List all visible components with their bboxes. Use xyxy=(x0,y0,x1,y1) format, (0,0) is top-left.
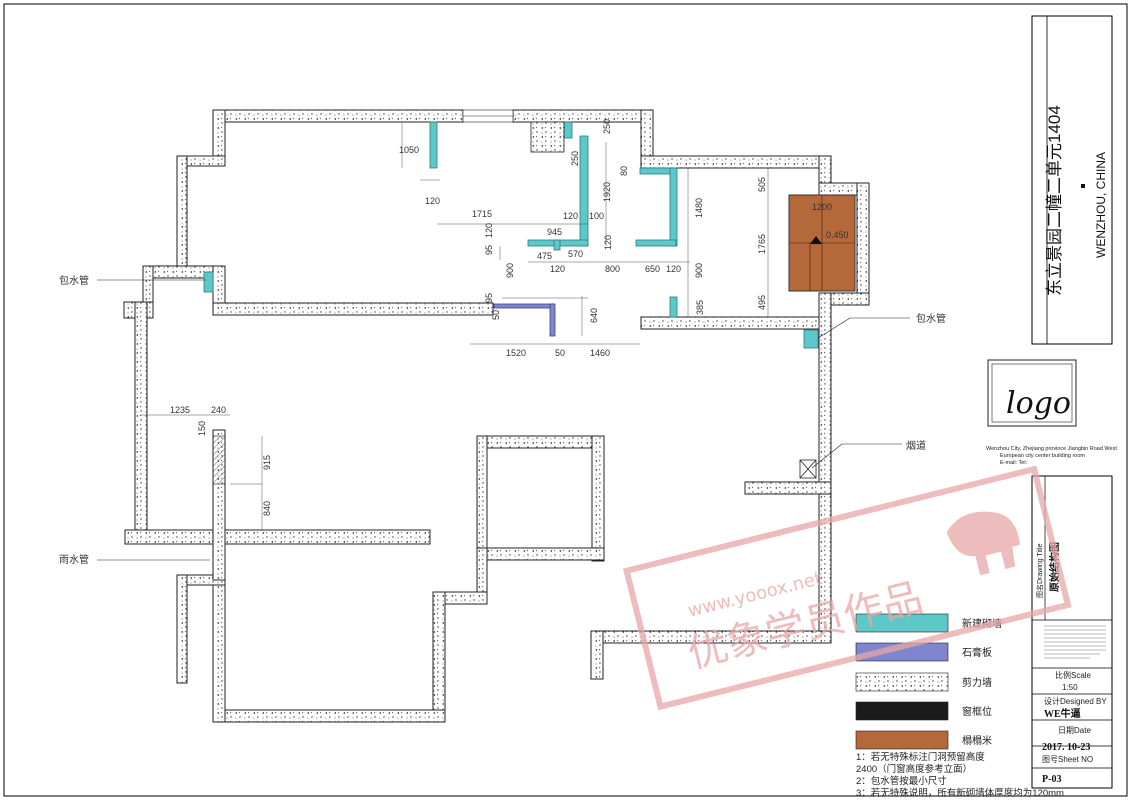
dim-250-a: 250 xyxy=(602,119,612,134)
dimension-lines xyxy=(140,122,769,530)
callout-pipe-left: 包水管 xyxy=(59,274,89,287)
page-frame xyxy=(3,3,1128,797)
dim-120-f: 120 xyxy=(666,264,681,274)
address-line-3: E-mail: Tel: xyxy=(1000,460,1028,466)
title-block xyxy=(1031,475,1113,789)
scale-label: 比例Scale xyxy=(1055,670,1092,680)
watermark: www.yooox.net 优象学员作品 xyxy=(622,465,1072,711)
dim-120-b: 120 xyxy=(563,211,578,221)
dim-120-e: 120 xyxy=(550,264,565,274)
address-line-2: European city center building room xyxy=(1000,453,1085,459)
dim-505: 505 xyxy=(757,177,767,192)
dim-1460: 1460 xyxy=(590,348,610,358)
legend-label-3: 窗框位 xyxy=(962,705,992,718)
legend-swatch-gypsum xyxy=(855,642,949,662)
dim-95-b: 95 xyxy=(484,293,494,303)
designer-value: WE牛逼 xyxy=(1044,707,1081,720)
dim-915: 915 xyxy=(262,455,272,470)
legend-swatch-new-wall xyxy=(855,613,949,633)
dim-50-a: 50 xyxy=(491,310,501,320)
tatami-level: 0.450 xyxy=(826,230,849,240)
dim-1235: 1235 xyxy=(170,405,190,415)
dim-240: 240 xyxy=(211,405,226,415)
dim-650: 650 xyxy=(645,264,660,274)
legend-label-4: 榻榻米 xyxy=(962,734,992,747)
date-value: 2017. 10-23 xyxy=(1042,742,1090,753)
legend-swatch-shear-wall xyxy=(855,672,949,692)
address-line-1: Wenzhou City, Zhejiang province Jiangbin… xyxy=(986,446,1117,452)
dim-150: 150 xyxy=(197,421,207,436)
dimension-texts: 1050 120 1715 120 100 1920 250 250 80 94… xyxy=(170,119,767,516)
tatami-dim: 1200 xyxy=(812,202,832,212)
tatami xyxy=(788,194,856,292)
dim-640: 640 xyxy=(589,308,599,323)
drawing-title-label: 图名Drawing Title xyxy=(1035,543,1044,598)
scale-value: 1:50 xyxy=(1062,683,1078,692)
date-label: 日期Date xyxy=(1058,726,1091,735)
sheet-label: 图号Sheet NO xyxy=(1042,755,1093,764)
gypsum-board xyxy=(493,303,556,337)
dim-475: 475 xyxy=(537,251,552,261)
sheet-value: P-03 xyxy=(1042,774,1061,785)
dim-1765: 1765 xyxy=(757,234,767,254)
dim-570: 570 xyxy=(568,249,583,259)
dim-120-a: 120 xyxy=(425,196,440,206)
dim-50-b: 50 xyxy=(555,348,565,358)
dim-385: 385 xyxy=(695,300,705,315)
legend-label-2: 剪力墙 xyxy=(962,676,992,689)
dim-1480: 1480 xyxy=(694,198,704,218)
dim-1715: 1715 xyxy=(472,209,492,219)
legend-label-1: 石膏板 xyxy=(962,646,992,659)
project-title: 东立景园二幢二单元1404 xyxy=(1045,105,1064,296)
title-dot xyxy=(1081,184,1085,188)
dim-1520: 1520 xyxy=(506,348,526,358)
dim-1050: 1050 xyxy=(399,145,419,155)
dim-945: 945 xyxy=(547,227,562,237)
logo-box xyxy=(987,359,1077,427)
dim-100: 100 xyxy=(589,211,604,221)
stairs-block xyxy=(530,121,565,153)
fineprint-lines xyxy=(1044,625,1106,659)
project-subtitle: WENZHOU, CHINA xyxy=(1094,152,1108,258)
dim-840: 840 xyxy=(262,501,272,516)
dim-95-a: 95 xyxy=(484,245,494,255)
dim-900-b: 900 xyxy=(694,263,704,278)
designer-label: 设计Designed BY xyxy=(1044,696,1107,706)
callout-leaders xyxy=(97,279,910,561)
hatched-wall xyxy=(212,435,226,485)
legend-swatch-tatami xyxy=(855,730,949,750)
dim-250-b: 250 xyxy=(570,151,580,166)
dim-900-a: 900 xyxy=(505,263,515,278)
dim-800: 800 xyxy=(605,264,620,274)
callout-flue: 烟道 xyxy=(906,439,926,452)
dim-120-d: 120 xyxy=(603,235,613,250)
legend-swatch-window-frame xyxy=(855,701,949,721)
note-2: 2：包水管按最小尺寸 xyxy=(856,775,947,787)
logo-text: logo xyxy=(1006,386,1071,421)
callout-rain-pipe: 雨水管 xyxy=(59,553,89,566)
note-1b: 2400（门窗高度参考立面） xyxy=(856,763,972,775)
note-1: 1：若无特殊标注门洞预留高度 xyxy=(856,751,985,763)
dim-80: 80 xyxy=(619,166,629,176)
dim-1920: 1920 xyxy=(602,182,612,202)
dim-120-c: 120 xyxy=(484,223,494,238)
dim-495: 495 xyxy=(757,295,767,310)
legend xyxy=(855,613,949,750)
callout-pipe-right: 包水管 xyxy=(916,312,946,325)
title-strip xyxy=(1031,15,1113,345)
note-3: 3：若无特殊说明，所有新砌墙体厚度均为120mm xyxy=(856,787,1064,799)
